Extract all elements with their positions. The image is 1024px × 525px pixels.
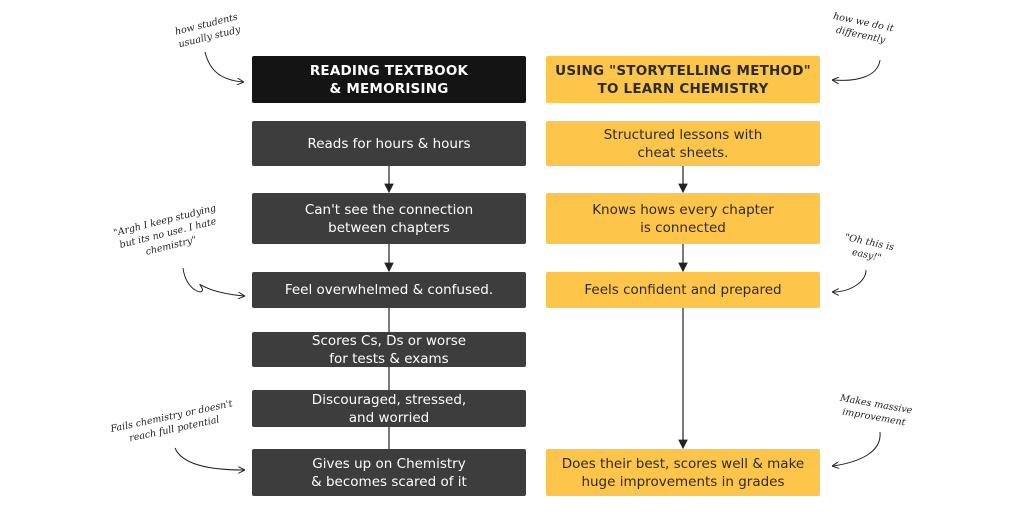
- left-step-4: Scores Cs, Ds or worse for tests & exams: [252, 332, 526, 367]
- right-step-3: Feels confident and prepared: [546, 272, 820, 308]
- right-step-1: Structured lessons with cheat sheets.: [546, 121, 820, 166]
- note-arrow-massive: [833, 431, 881, 466]
- right-header: USING "STORYTELLING METHOD" TO LEARN CHE…: [546, 56, 820, 103]
- left-step-3: Feel overwhelmed & confused.: [252, 272, 526, 308]
- note-arrow-how-we: [833, 59, 881, 80]
- left-header: READING TEXTBOOK & MEMORISING: [252, 56, 526, 103]
- left-step-2: Can't see the connection between chapter…: [252, 193, 526, 244]
- note-arrow-fails: [174, 447, 244, 470]
- left-step-5: Discouraged, stressed, and worried: [252, 390, 526, 427]
- note-arrow-argh: [182, 267, 244, 296]
- left-step-6: Gives up on Chemistry & becomes scared o…: [252, 449, 526, 496]
- note-arrow-how-students: [204, 51, 243, 82]
- left-step-1: Reads for hours & hours: [252, 121, 526, 166]
- right-step-4: Does their best, scores well & make huge…: [546, 449, 820, 496]
- right-step-2: Knows hows every chapter is connected: [546, 193, 820, 244]
- note-arrow-oh-easy: [833, 269, 867, 292]
